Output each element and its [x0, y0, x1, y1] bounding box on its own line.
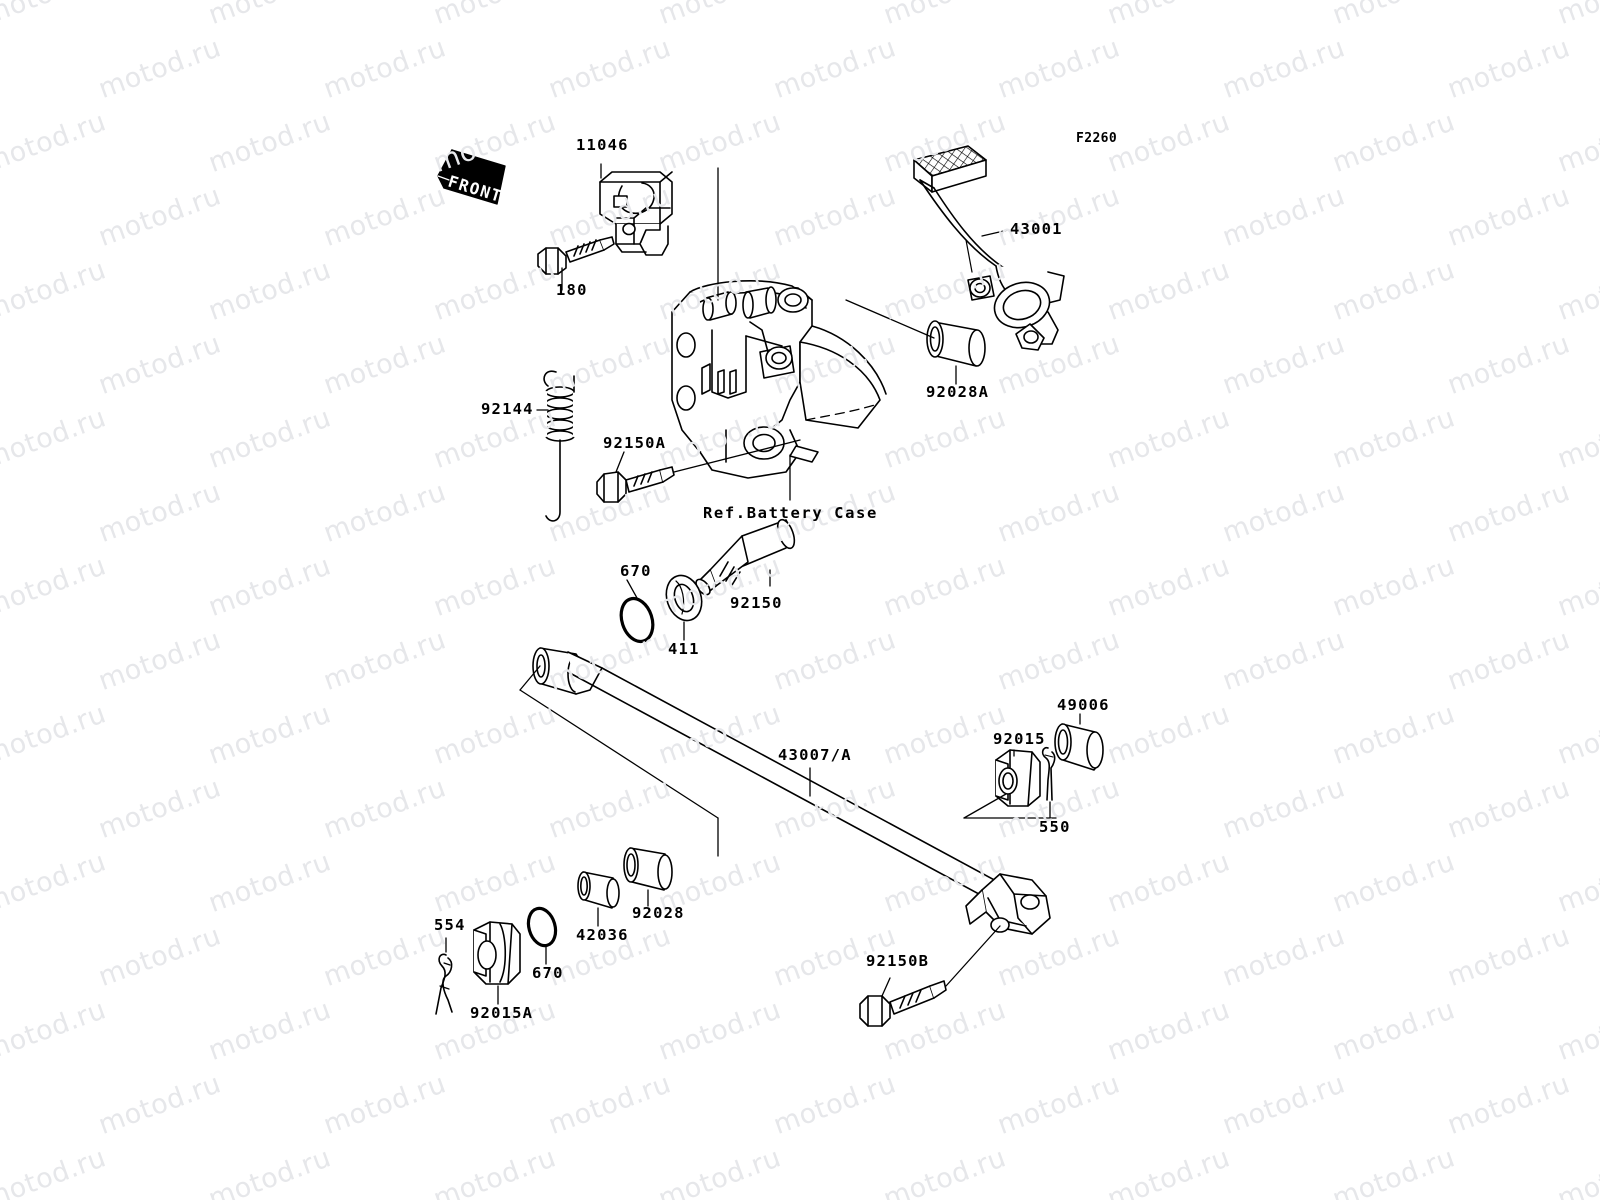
callout-43007A: 43007/A [778, 746, 852, 764]
callout-49006: 49006 [1057, 696, 1110, 714]
reference-battery-case: Ref.Battery Case [703, 504, 878, 522]
callout-92015: 92015 [993, 730, 1046, 748]
part-92150-bolt [695, 518, 796, 596]
callout-42036: 42036 [576, 926, 629, 944]
callout-92150A: 92150A [603, 434, 667, 452]
callout-92028: 92028 [632, 904, 685, 922]
part-554-cotter-pin [435, 953, 453, 1015]
part-670-oring-lower [526, 906, 558, 948]
callout-670-lower: 670 [532, 964, 564, 982]
callout-92150: 92150 [730, 594, 783, 612]
callout-411: 411 [668, 640, 700, 658]
part-main-bracket [671, 280, 887, 479]
front-arrow-icon: FRONT [437, 149, 506, 206]
part-43007-brake-rod [532, 647, 1051, 935]
callout-550: 550 [1039, 818, 1071, 836]
callout-92028A: 92028A [926, 383, 990, 401]
part-92028a-bushing [926, 320, 986, 367]
diagram-code: F2260 [1076, 131, 1118, 146]
part-92028-bushing [623, 847, 673, 891]
callout-92144: 92144 [481, 400, 534, 418]
part-92015a-nut [473, 921, 521, 985]
part-180-bolt [537, 236, 615, 275]
callout-92015A: 92015A [470, 1004, 534, 1022]
part-92144-spring [543, 370, 576, 522]
part-49006-boot [1054, 723, 1104, 771]
callout-11046: 11046 [576, 136, 629, 154]
callout-43001: 43001 [1010, 220, 1063, 238]
part-92150a-bolt [596, 466, 675, 503]
part-42036-sleeve [577, 871, 620, 909]
callout-554: 554 [434, 916, 466, 934]
part-92015-nut [995, 749, 1041, 807]
callout-670-upper: 670 [620, 562, 652, 580]
part-43001-brake-pedal [913, 145, 1065, 351]
part-411-washer [665, 574, 703, 622]
part-670-oring-upper [619, 596, 655, 644]
part-92150b-bolt [859, 980, 947, 1027]
callout-180: 180 [556, 281, 588, 299]
callout-92150B: 92150B [866, 952, 930, 970]
part-550-cotter-pin [1041, 746, 1056, 801]
part-11046-clamp [599, 171, 673, 256]
